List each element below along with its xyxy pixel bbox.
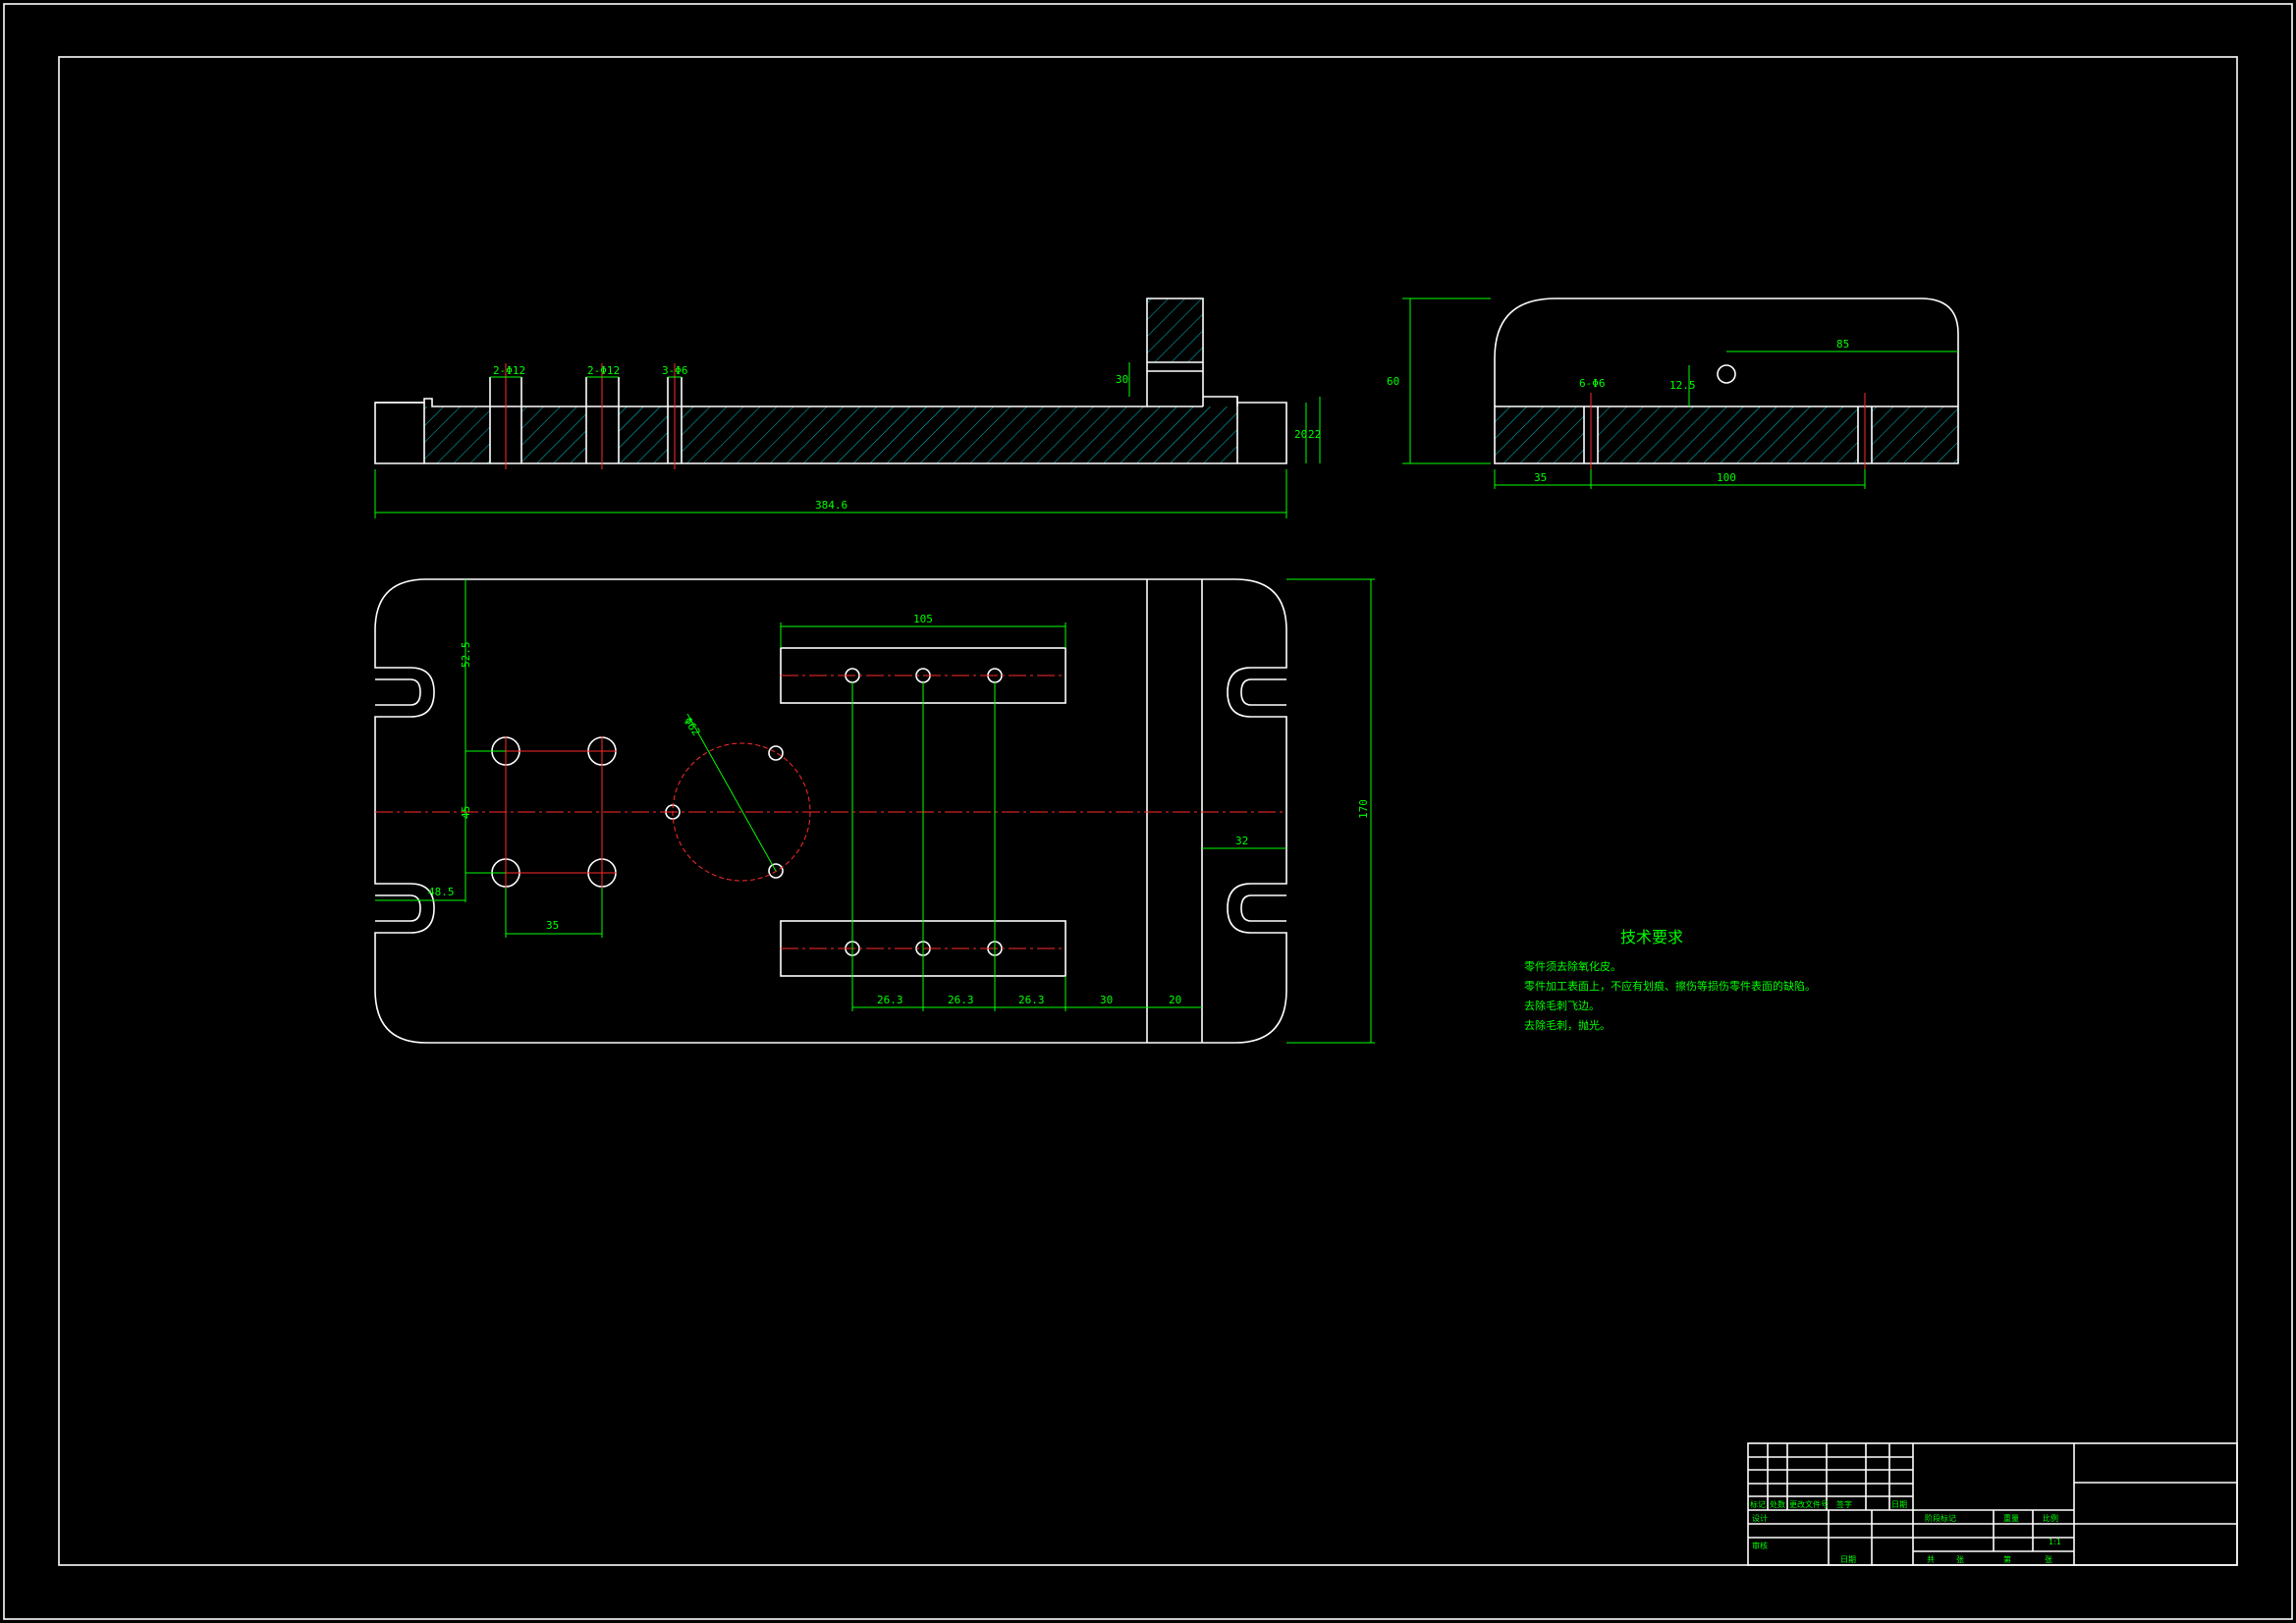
dim-h1: 20	[1294, 428, 1307, 441]
technical-notes: 技术要求 零件须去除氧化皮。 零件加工表面上，不应有划痕、擦伤等损伤零件表面的缺…	[1524, 928, 1816, 1032]
dim-end-holes: 6-Φ6	[1579, 377, 1606, 390]
tb-scale-label: 比例	[2043, 1513, 2058, 1523]
dim-h2: 22	[1308, 428, 1321, 441]
tb-label-chushu: 处数	[1770, 1499, 1785, 1509]
dim-hole2: 2-Φ12	[587, 364, 620, 377]
dim-hole3: 3-Φ6	[662, 364, 688, 377]
tb-sheet-gong: 共	[1927, 1555, 1935, 1564]
tb-label-sign: 签字	[1836, 1499, 1852, 1509]
end-hole	[1717, 364, 1736, 384]
tb-label-file: 更改文件号	[1789, 1499, 1829, 1509]
plan-outline	[374, 578, 1287, 1044]
dim-top-width: 105	[913, 613, 933, 625]
notes-line-4: 去除毛刺，抛光。	[1524, 1018, 1611, 1032]
dim-end-span: 100	[1717, 471, 1736, 484]
drawing-frame	[58, 56, 2238, 1566]
notes-line-3: 去除毛刺飞边。	[1524, 999, 1600, 1012]
plan-view: 105 52.5 45 48.5 35 Φ62 170 32 26.3 26.3…	[374, 578, 1375, 1044]
dim-rib: 30	[1116, 373, 1128, 386]
tb-label-date: 日期	[1891, 1500, 1907, 1509]
dim-v2: 45	[460, 806, 472, 819]
notes-line-2: 零件加工表面上，不应有划痕、擦伤等损伤零件表面的缺陷。	[1524, 979, 1816, 993]
dim-left-offset: 48.5	[428, 886, 455, 898]
sheet-border	[3, 3, 2293, 1620]
end-hatch	[1495, 406, 1958, 463]
dim-v1: 52.5	[460, 642, 472, 669]
dim-plan-height: 170	[1357, 799, 1370, 819]
end-outline	[1494, 298, 1959, 464]
title-block: 标记 处数 更改文件号 签字 日期 设计 审核 阶段标记 重量 比例 1:1 共…	[1747, 1442, 2238, 1566]
dim-hole1: 2-Φ12	[493, 364, 525, 377]
notes-line-1: 零件须去除氧化皮。	[1524, 959, 1621, 973]
side-hatch	[424, 406, 1237, 463]
tb-sheet-di: 第	[2003, 1554, 2011, 1564]
tb-label-biaoji: 标记	[1750, 1499, 1766, 1509]
dim-end-left: 35	[1534, 471, 1547, 484]
end-view: 6-Φ6 60 85 12.5 35 100	[1387, 298, 1959, 489]
side-view: 2-Φ12 2-Φ12 3-Φ6 384.6 30 20 22	[374, 298, 1958, 518]
tb-sheet-zhang2: 张	[2045, 1555, 2052, 1564]
tb-weight: 重量	[2003, 1513, 2019, 1523]
tb-date: 日期	[1840, 1555, 1856, 1564]
dim-end-top: 85	[1836, 338, 1849, 351]
tb-sheet-zhang1: 张	[1956, 1555, 1964, 1564]
tb-stage: 阶段标记	[1925, 1513, 1956, 1523]
dim-end-height: 60	[1387, 375, 1399, 388]
dim-spacing: 35	[546, 919, 559, 932]
tb-scale: 1:1	[2049, 1538, 2061, 1546]
tb-review: 审核	[1752, 1541, 1768, 1550]
dim-b4: 30	[1100, 994, 1113, 1006]
dim-end-offset: 12.5	[1669, 379, 1696, 392]
dim-b2: 26.3	[948, 994, 974, 1006]
dim-b3: 26.3	[1018, 994, 1045, 1006]
tb-designer: 设计	[1752, 1513, 1768, 1523]
notes-title: 技术要求	[1620, 928, 1683, 947]
dim-right: 32	[1235, 835, 1248, 847]
dim-b5: 20	[1169, 994, 1181, 1006]
rib-hatch	[1147, 298, 1203, 362]
dim-length: 384.6	[815, 499, 847, 512]
dim-b1: 26.3	[877, 994, 903, 1006]
